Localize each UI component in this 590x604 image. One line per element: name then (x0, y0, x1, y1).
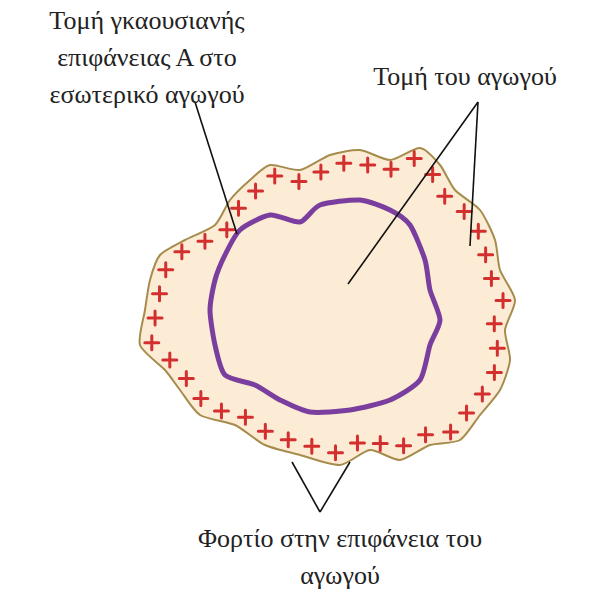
leader-line (292, 462, 320, 512)
positive-charge (238, 410, 252, 424)
callout-label: Τομή γκαουσιανής επιφάνειας Α στο εσωτερ… (2, 2, 292, 113)
gaussian-surface (210, 200, 440, 412)
positive-charge (163, 353, 177, 367)
positive-charge (373, 436, 387, 450)
positive-charge (337, 156, 351, 170)
positive-charge (490, 341, 504, 355)
leader-line (195, 102, 237, 234)
positive-charge (438, 189, 452, 203)
leader-line (348, 102, 478, 284)
positive-charge (426, 168, 440, 182)
positive-charge (281, 433, 295, 447)
positive-charge (148, 311, 162, 325)
positive-charge (361, 158, 375, 172)
callout-label: Τομή του αγωγού (345, 58, 585, 95)
positive-charge (457, 204, 471, 218)
positive-charge (484, 272, 498, 286)
positive-charge (314, 165, 328, 179)
positive-charge (145, 336, 159, 350)
positive-charge (479, 248, 493, 262)
leader-line (320, 462, 350, 512)
positive-charge (214, 404, 228, 418)
positive-charge (384, 162, 398, 176)
positive-charge (444, 425, 458, 439)
positive-charge (475, 387, 489, 401)
positive-charge (220, 223, 234, 237)
positive-charge (153, 287, 167, 301)
positive-charge (175, 245, 189, 259)
positive-charge (487, 365, 501, 379)
positive-charge (460, 406, 474, 420)
callout-label: Φορτίο στην επιφάνεια του αγωγού (190, 520, 490, 594)
positive-charge (249, 184, 263, 198)
positive-charge (350, 436, 364, 450)
positive-charge (487, 317, 501, 331)
positive-charge (397, 439, 411, 453)
positive-charge (328, 446, 342, 460)
positive-charge (198, 234, 212, 248)
conductor-section (139, 148, 515, 465)
positive-charge (194, 392, 208, 406)
positive-charge (471, 224, 485, 238)
positive-charge (292, 175, 306, 189)
positive-charge (159, 263, 173, 277)
positive-charge (179, 372, 193, 386)
positive-charge (268, 169, 282, 183)
positive-charge (232, 201, 246, 215)
leader-line (470, 102, 478, 246)
positive-charge (305, 439, 319, 453)
positive-charge (419, 428, 433, 442)
positive-charge (496, 294, 510, 308)
positive-charge (258, 424, 272, 438)
positive-charge (407, 151, 421, 165)
